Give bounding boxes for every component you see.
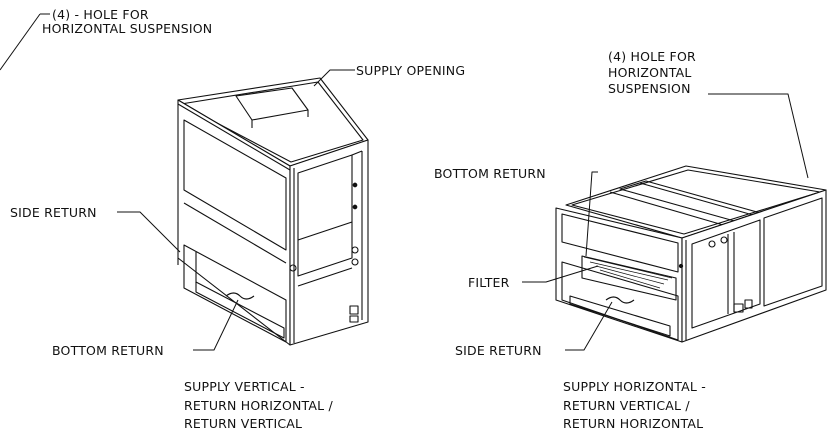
leader-lines: [0, 13, 809, 351]
left-bottom-return-label: BOTTOM RETURN: [52, 343, 164, 358]
left-hole-label-line2: HORIZONTAL SUSPENSION: [42, 21, 213, 36]
left-caption-line3: RETURN VERTICAL: [184, 416, 303, 431]
left-hole-label-line1: (4) - HOLE FOR: [52, 7, 149, 22]
vertical-unit: [177, 77, 369, 346]
horizontal-unit: [555, 165, 827, 343]
left-caption-line1: SUPPLY VERTICAL -: [184, 379, 305, 394]
right-hole-label-line1: (4) HOLE FOR: [608, 49, 696, 64]
side-return-horizontal: [569, 295, 671, 337]
supply-opening-label: SUPPLY OPENING: [356, 63, 466, 78]
bottom-return-vertical: [195, 281, 285, 339]
right-hole-label-line2: HORIZONTAL: [608, 65, 692, 80]
right-hole-label-line3: SUSPENSION: [608, 81, 691, 96]
right-side-return-label: SIDE RETURN: [455, 343, 542, 358]
left-side-return-label: SIDE RETURN: [10, 205, 97, 220]
right-caption-line3: RETURN HORIZONTAL: [563, 416, 704, 431]
right-caption-line2: RETURN VERTICAL /: [563, 398, 690, 413]
right-bottom-return-label: BOTTOM RETURN: [434, 166, 546, 181]
left-caption-line2: RETURN HORIZONTAL /: [184, 398, 333, 413]
filter-label: FILTER: [468, 275, 510, 290]
right-caption-line1: SUPPLY HORIZONTAL -: [563, 379, 706, 394]
